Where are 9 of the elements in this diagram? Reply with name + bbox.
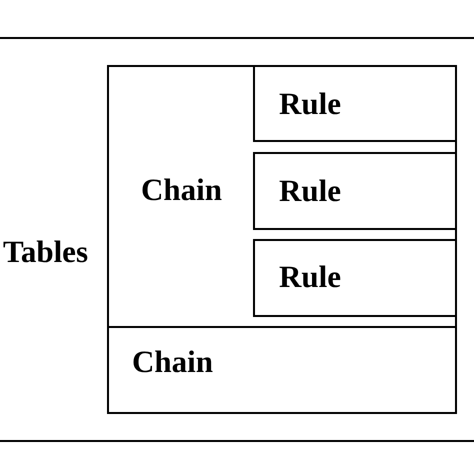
label: Tables <box>3 236 88 267</box>
label: Chain <box>132 346 213 377</box>
label: Rule <box>279 175 341 206</box>
container-box <box>107 65 457 414</box>
chain-region <box>107 65 457 328</box>
label: Chain <box>141 174 222 205</box>
label: Rule <box>279 261 341 292</box>
frame <box>0 37 474 442</box>
label: Rule <box>279 88 341 119</box>
